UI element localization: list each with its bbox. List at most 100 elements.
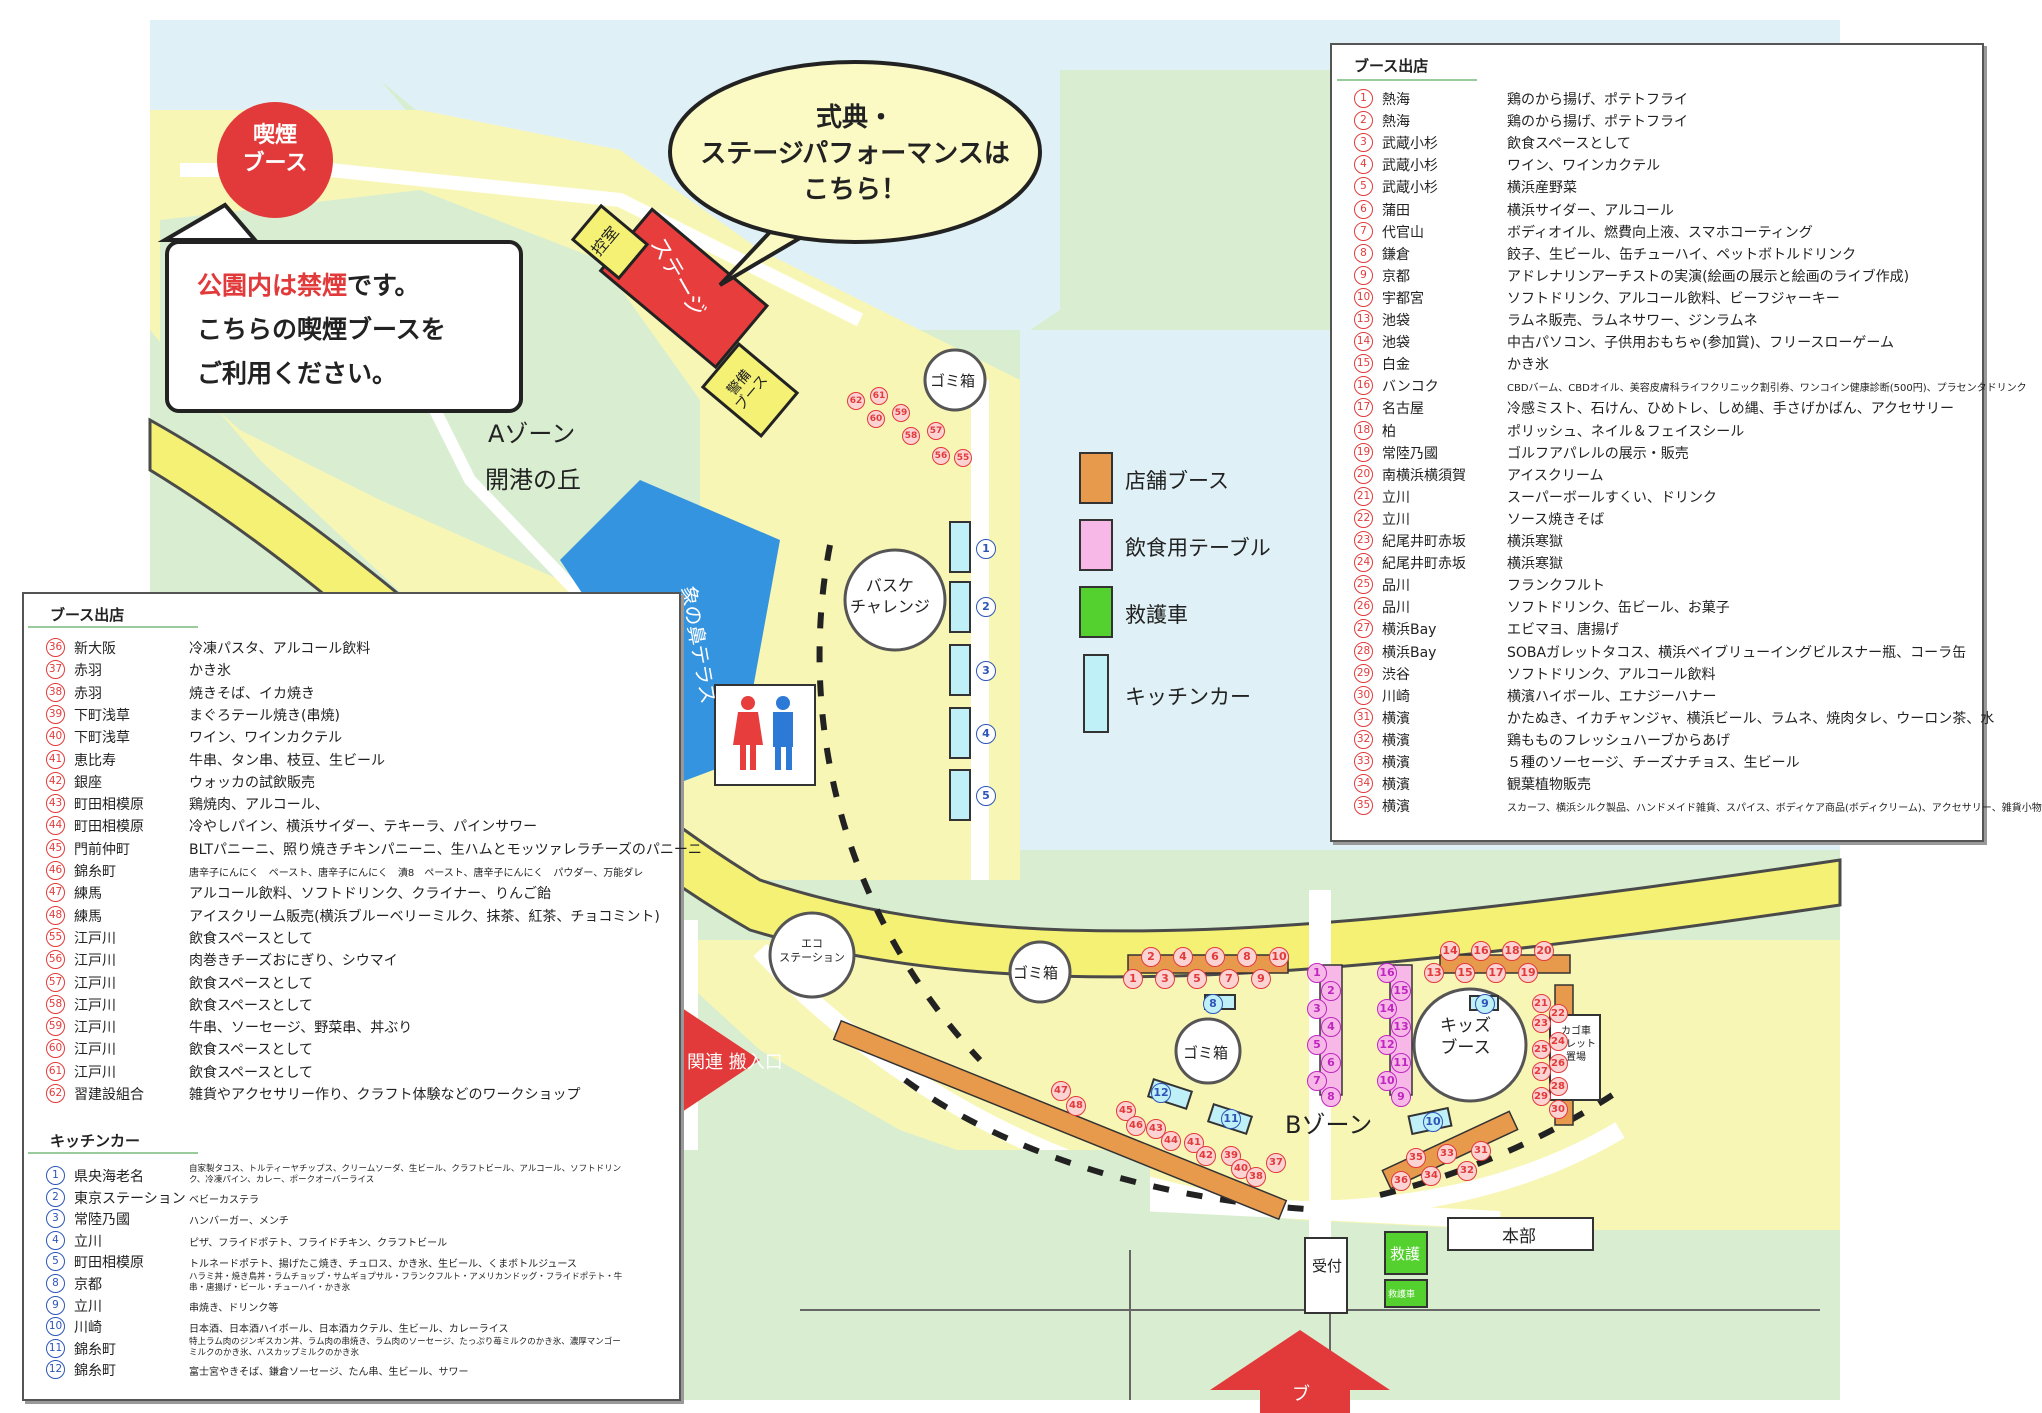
- row-location: 宇都宮: [1382, 290, 1424, 307]
- map-marker-b_pink_left: 2: [1321, 981, 1341, 1001]
- row-location: 江戸川: [74, 953, 116, 970]
- row-number: 24: [1354, 553, 1373, 573]
- row-number: 31: [1354, 707, 1373, 727]
- row-number: 40: [46, 727, 65, 747]
- row-location: 町田相模原: [74, 797, 144, 814]
- smoking-booth-label: 喫煙 ブース: [242, 123, 308, 176]
- row-location: 立川: [74, 1233, 102, 1250]
- row-number: 20: [1354, 464, 1373, 484]
- row-description: ゴルフアパレルの展示・販売: [1507, 445, 1689, 462]
- row-location: 渋谷: [1382, 666, 1410, 683]
- row-description: 唐辛子にんにく ペースト、唐辛子にんにく 漬8 ペースト、唐辛子にんにく パウダ…: [189, 868, 644, 879]
- map-marker-b_right_col: 23: [1531, 1013, 1551, 1033]
- booth-list-left-title: ブース出店: [50, 606, 125, 624]
- row-description: 冷感ミスト、石けん、ひめトレ、しめ縄、手さげかばん、アクセサリー: [1507, 401, 1955, 418]
- map-marker-b_right_top1: 16: [1471, 941, 1491, 961]
- map-marker-b_bottom_left: 37: [1266, 1153, 1286, 1173]
- map-marker-b_bottom_right: 34: [1421, 1166, 1441, 1186]
- map-marker-top_row: 60: [867, 410, 885, 428]
- row-description: 雑貨やアクセサリー作り、クラフト体験などのワークショップ: [189, 1087, 581, 1103]
- map-marker-b_bottom_left: 38: [1246, 1167, 1266, 1187]
- row-location: 横濱: [1382, 777, 1410, 794]
- map-marker-b_pink_right: 11: [1391, 1053, 1411, 1073]
- row-number: 43: [46, 794, 65, 814]
- row-description: 横濱ハイボール、エナジーハナー: [1507, 688, 1717, 705]
- row-description: スカーフ、横浜シルク製品、ハンドメイド雑貨、スパイス、ボディケア商品(ボディクリ…: [1507, 803, 2042, 815]
- map-marker-b_pink_right: 10: [1377, 1071, 1397, 1091]
- row-description: ベビーカステラ: [189, 1194, 259, 1206]
- row-description: 鶏のから揚げ、ポテトフライ: [1507, 114, 1689, 131]
- map-marker-kitchen_a: 5: [976, 786, 996, 806]
- row-number: 23: [1354, 531, 1373, 550]
- toilet-box: [714, 684, 816, 786]
- row-number: 5: [46, 1252, 65, 1272]
- row-description: 横浜寒獄: [1507, 556, 1563, 573]
- row-description: ハンバーガー、メンチ: [189, 1216, 289, 1228]
- row-description: 鶏もものフレッシュハーブからあげ: [1507, 732, 1731, 749]
- row-location: 熱海: [1382, 92, 1410, 108]
- map-marker-b_top1: 8: [1237, 947, 1257, 967]
- row-location: 立川: [74, 1298, 102, 1315]
- carry-in-label: 関連 搬入口: [687, 1052, 783, 1073]
- row-number: 57: [46, 972, 65, 992]
- map-marker-b_pink_left: 7: [1307, 1071, 1327, 1091]
- map-marker-b_bottom_left: 48: [1066, 1096, 1086, 1116]
- row-location: 江戸川: [74, 1064, 116, 1081]
- row-number: 16: [1354, 376, 1373, 396]
- row-description: ピザ、フライドポテト、フライドチキン、クラフトビール: [189, 1237, 448, 1249]
- row-number: 61: [46, 1061, 65, 1081]
- row-description: スーパーボールすくい、ドリンク: [1507, 489, 1717, 506]
- row-description: 飲食スペースとして: [189, 975, 313, 992]
- map-marker-top_row: 61: [870, 387, 888, 405]
- map-marker-b_top2: 1: [1123, 969, 1143, 989]
- row-number: 45: [46, 838, 65, 858]
- map-marker-b_right_top2: 13: [1424, 963, 1444, 983]
- row-location: 錦糸町: [74, 864, 116, 880]
- row-location: 代官山: [1382, 224, 1424, 241]
- map-marker-b_pink_left: 6: [1321, 1053, 1341, 1073]
- row-number: 26: [1354, 597, 1373, 617]
- stage-callout: 式典・ ステージパフォーマンスは こちら！: [680, 100, 1030, 208]
- row-description: 中古パソコン、子供用おもちゃ(参加賞)、フリースローゲーム: [1507, 335, 1894, 352]
- row-location: 恵比寿: [74, 752, 116, 769]
- row-number: 38: [46, 682, 65, 702]
- map-marker-b_right_col: 29: [1531, 1086, 1551, 1106]
- map-marker-kitchen_a: 1: [976, 539, 996, 559]
- map-marker-b_right_col: 28: [1548, 1076, 1568, 1096]
- row-number: 25: [1354, 575, 1373, 595]
- row-description: アイスクリーム: [1507, 467, 1604, 484]
- map-marker-b_right_top1: 18: [1502, 941, 1522, 961]
- row-location: 京都: [74, 1277, 102, 1293]
- map-marker-kitchen_b: 11: [1221, 1109, 1241, 1129]
- map-marker-b_right_top1: 14: [1440, 941, 1460, 961]
- row-number: 60: [46, 1039, 65, 1059]
- map-marker-b_right_col: 21: [1531, 993, 1551, 1013]
- map-marker-b_top2: 3: [1155, 969, 1175, 989]
- row-description: 特上ラム肉のジンギスカン丼、ラム肉の串焼き、ラム肉のソーセージ、たっぷり苺ミルク…: [189, 1336, 621, 1358]
- row-description: ワイン、ワインカクテル: [1507, 158, 1661, 175]
- row-description: 鶏のから揚げ、ポテトフライ: [1507, 92, 1689, 108]
- row-description: 焼きそば、イカ焼き: [189, 685, 315, 702]
- trash-label-1: ゴミ箱: [930, 372, 976, 390]
- stage-callout-line2: ステージパフォーマンスは: [700, 139, 1010, 169]
- row-number: 2: [1354, 111, 1373, 131]
- map-marker-b_bottom_right: 33: [1437, 1144, 1457, 1164]
